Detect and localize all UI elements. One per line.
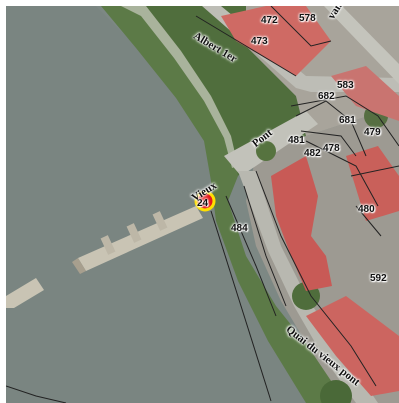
parcel-label-472: 472 (261, 15, 278, 26)
parcel-label-481: 481 (288, 135, 305, 146)
parcel-label-480: 480 (358, 204, 375, 215)
parcel-label-479: 479 (364, 127, 381, 138)
parcel-label-473: 473 (251, 36, 268, 47)
map-view[interactable]: 472 578 473 583 682 681 479 481 478 482 … (6, 6, 399, 403)
location-marker[interactable] (194, 190, 216, 212)
parcel-label-24: 24 (197, 198, 209, 209)
parcel-label-682: 682 (318, 91, 335, 102)
parcel-label-583: 583 (337, 80, 354, 91)
parcel-label-478: 478 (323, 143, 340, 154)
parcel-label-681: 681 (339, 115, 356, 126)
parcel-label-578: 578 (299, 13, 316, 24)
parcel-label-484: 484 (231, 223, 248, 234)
parcel-label-482: 482 (304, 148, 321, 159)
parcel-label-592: 592 (370, 273, 387, 284)
aerial-imagery (6, 6, 399, 403)
